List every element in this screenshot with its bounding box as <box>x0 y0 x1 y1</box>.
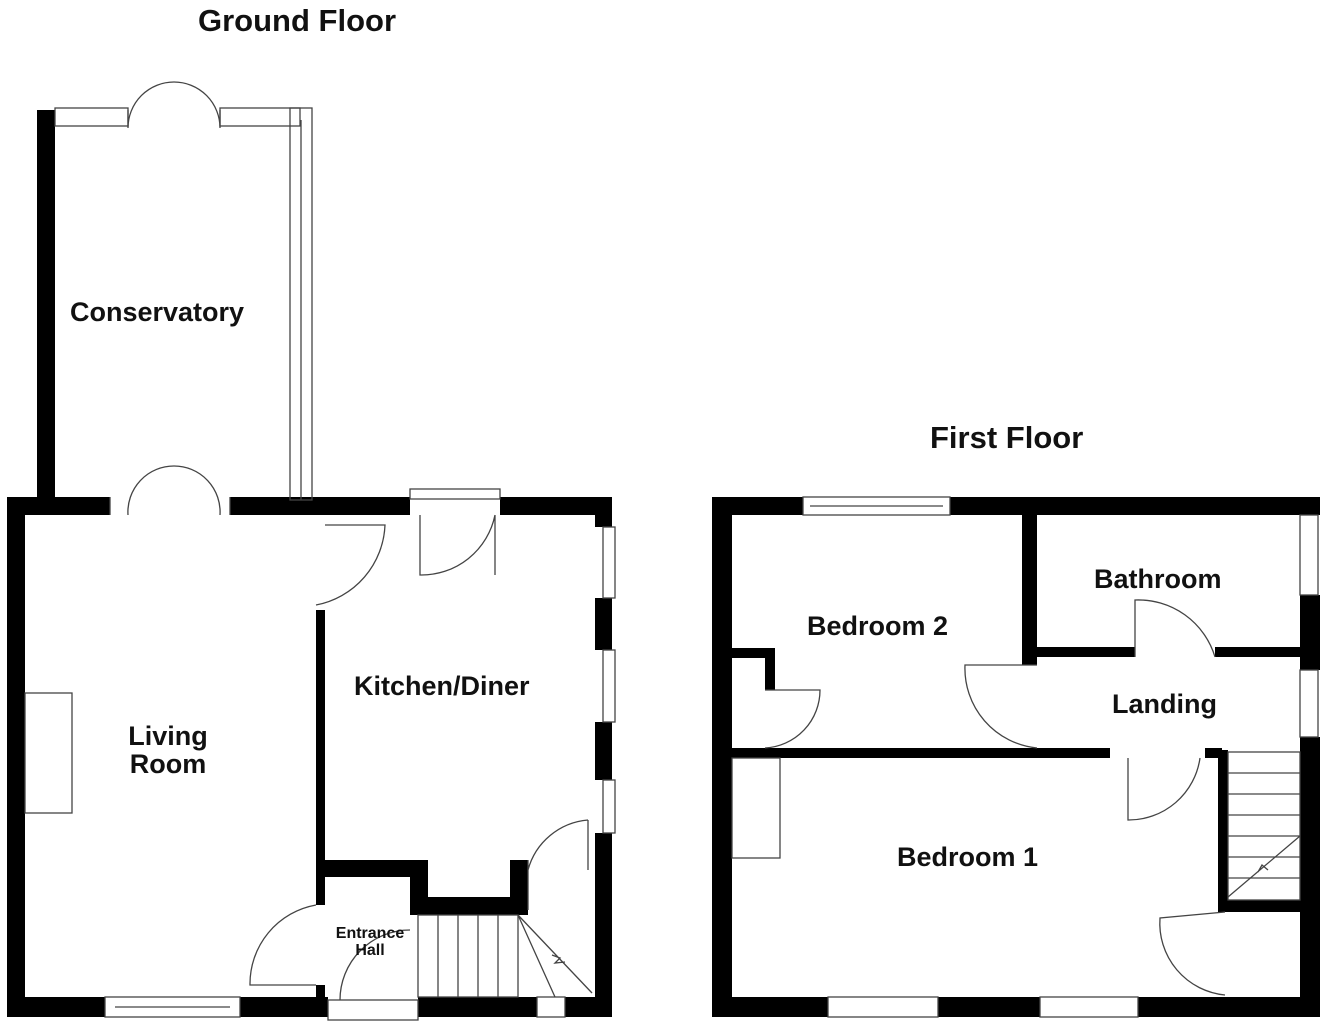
hall-line-2: Hall <box>355 941 385 959</box>
room-label-bedroom-2: Bedroom 2 <box>807 611 949 641</box>
room-label-bathroom: Bathroom <box>1094 564 1222 594</box>
hall-line-1: Entrance <box>335 925 405 942</box>
room-label-kitchen-diner: Kitchen/Diner <box>354 671 530 701</box>
room-label-bedroom-1: Bedroom 1 <box>897 842 1039 872</box>
first-floor-walls <box>712 497 1320 1017</box>
ground-floor-title: Ground Floor <box>198 3 397 38</box>
living-line-2: Room <box>129 749 207 780</box>
room-label-conservatory: Conservatory <box>70 297 245 327</box>
ground-floor-walls <box>7 110 612 1017</box>
first-floor-details <box>731 496 1319 1018</box>
living-line-1: Living <box>128 721 208 751</box>
ground-floor-details <box>24 81 616 1021</box>
room-label-landing: Landing <box>1112 689 1217 719</box>
first-floor-title: First Floor <box>930 420 1084 455</box>
